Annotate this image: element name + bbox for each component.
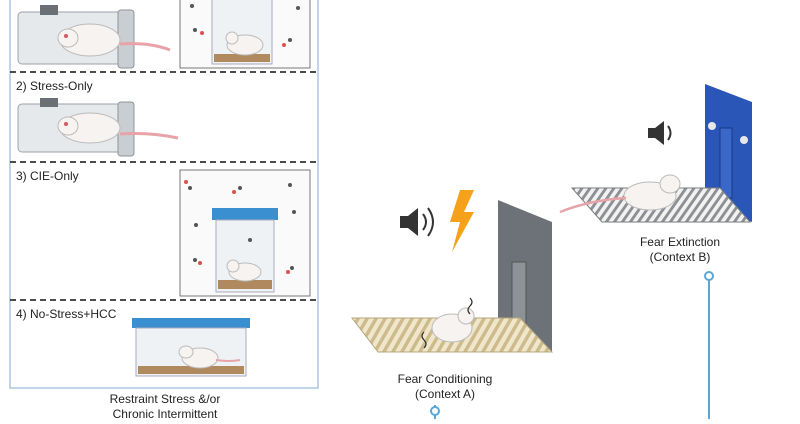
speaker-icon-b	[648, 121, 672, 145]
restrainer-tube-group2	[17, 98, 179, 157]
extinction-chamber	[559, 84, 752, 223]
speaker-icon	[400, 207, 434, 237]
group-2-label: 2) Stress-Only	[16, 79, 93, 93]
home-cage-group4	[132, 318, 250, 377]
housing-caption: Restraint Stress &/or Chronic Intermitte…	[109, 392, 221, 421]
conditioning-chamber	[350, 200, 554, 353]
extinction-caption: Fear Extinction (Context B)	[639, 235, 721, 264]
shock-lightning-icon	[450, 190, 474, 252]
restrainer-tube-group1	[17, 5, 171, 69]
cie-chamber-group3	[179, 169, 311, 297]
conditioning-caption: Fear Conditioning (Context A)	[397, 372, 493, 401]
timeline	[430, 271, 714, 419]
cie-chamber-group1	[179, 0, 311, 69]
group-3-label: 3) CIE-Only	[16, 169, 79, 183]
group-4-label: 4) No-Stress+HCC	[16, 307, 117, 321]
